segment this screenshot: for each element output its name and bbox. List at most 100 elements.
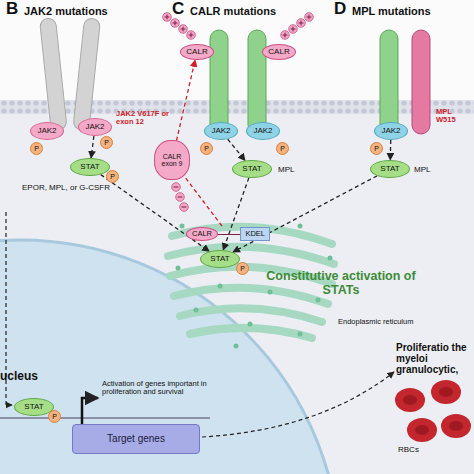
organelle-label: Endoplasmic reticulum [338, 318, 416, 326]
node-text: P [204, 145, 209, 152]
endoplasmic-reticulum-part [234, 344, 239, 349]
panel-title: CALR mutations [190, 5, 276, 17]
red-blood-cells-part [395, 388, 425, 412]
jak2-protein: JAK2 [78, 118, 112, 136]
charged-beads-part [176, 193, 185, 202]
node-text: KDEL [240, 227, 270, 241]
phosphate-circle: P [106, 170, 119, 183]
node-text: P [34, 145, 39, 152]
dna-strand [0, 417, 210, 419]
receptor-label: MPL [414, 166, 430, 175]
panel-title: JAK2 mutations [24, 5, 108, 17]
outcome-label: Proliferatio the myeloi granulocytic, [396, 342, 468, 375]
panel-letter: B [6, 0, 18, 19]
charged-beads-part [172, 183, 181, 192]
endoplasmic-reticulum-part [268, 290, 273, 295]
receptor-label: EPOR, MPL, or G-CSFR [22, 184, 110, 193]
node-text: CALR [268, 48, 289, 56]
panel-letter: D [334, 0, 346, 19]
stat-protein: STAT [200, 250, 240, 268]
node-text: JAK2 [253, 127, 272, 135]
mutation-label: JAK2 V617F or exon 12 [116, 110, 174, 127]
red-blood-cells-part [439, 387, 453, 397]
outcome-label: Constitutive activation of STATs [256, 270, 426, 298]
node-text: STAT [24, 403, 43, 411]
calr-protein: CALR [180, 44, 214, 60]
endoplasmic-reticulum-part [180, 224, 185, 229]
charged-beads [163, 13, 314, 212]
phosphate-circle: P [200, 142, 213, 155]
extracellular-space [0, 0, 474, 100]
charged-beads-part [187, 31, 196, 40]
endoplasmic-reticulum [168, 224, 334, 349]
charged-beads-part [180, 203, 189, 212]
red-blood-cells-part [449, 421, 463, 431]
cytokine-receptor-part [73, 18, 101, 131]
node-text: CALR [186, 227, 218, 241]
mpl-receptor-part [248, 30, 266, 134]
charged-beads-part [179, 25, 188, 34]
node-text: JAK2 [37, 127, 56, 135]
red-blood-cells-part [407, 418, 437, 442]
endoplasmic-reticulum-part [218, 284, 223, 289]
phosphate-circle: P [48, 410, 61, 423]
endoplasmic-reticulum-part [174, 288, 328, 304]
node-text: JAK2 [211, 127, 230, 135]
node-text: P [374, 145, 379, 152]
cytokine-receptor [39, 18, 100, 131]
red-blood-cells-part [441, 414, 471, 438]
cell-label: RBCs [398, 446, 419, 455]
node-text: STAT [242, 165, 261, 173]
endoplasmic-reticulum-part [168, 247, 334, 264]
mutant-calr: CALR exon 9 [154, 140, 190, 180]
promoter-arrow [82, 398, 98, 424]
endoplasmic-reticulum-part [298, 332, 303, 337]
target-genes-box: Target genes [72, 424, 200, 454]
signal-arrow [233, 176, 377, 252]
endoplasmic-reticulum-part [328, 256, 333, 261]
node-text: STAT [80, 163, 99, 171]
endoplasmic-reticulum-part [172, 227, 332, 244]
node-text: STAT [380, 165, 399, 173]
signal-arrow [390, 140, 392, 160]
phosphate-circle: P [370, 142, 383, 155]
phosphate-circle: P [100, 136, 113, 149]
node-text: Target genes [107, 434, 165, 445]
panel-letter: C [172, 0, 184, 19]
endoplasmic-reticulum-part [194, 308, 199, 313]
mpl-receptor-part [210, 30, 228, 134]
node-text: CALR exon 9 [157, 153, 187, 168]
node-text: STAT [210, 255, 229, 263]
phosphate-circle: P [236, 262, 249, 275]
mutant-mpl-receptor-part [412, 30, 430, 134]
node-text: P [52, 413, 57, 420]
jak2-protein: JAK2 [374, 122, 408, 140]
receptor-label: MPL [278, 166, 294, 175]
red-blood-cells [395, 380, 471, 442]
phosphate-circle: P [276, 142, 289, 155]
charged-beads-part [297, 19, 306, 28]
charged-beads-part [305, 13, 314, 22]
endoplasmic-reticulum-part [316, 298, 321, 303]
mutation-label: MPL W515 [436, 108, 472, 125]
stat-protein: STAT [70, 158, 110, 176]
charged-beads-part [289, 25, 298, 34]
cell-membrane [0, 100, 474, 114]
red-blood-cells-part [431, 380, 461, 404]
signal-arrow [91, 136, 94, 158]
endoplasmic-reticulum-part [248, 322, 253, 327]
jak2-protein: JAK2 [204, 122, 238, 140]
red-blood-cells-part [415, 425, 429, 435]
mutant-mpl-receptor-part [380, 30, 398, 134]
note-text: Activation of genes important in prolife… [102, 380, 234, 397]
mpl-receptor [210, 30, 266, 134]
cytokine-receptor-part [39, 18, 67, 131]
jak2-protein: JAK2 [30, 122, 64, 140]
phosphate-circle: P [30, 142, 43, 155]
charged-beads-part [171, 19, 180, 28]
lipid-bilayer [0, 100, 474, 114]
organelle-label: ucleus [0, 370, 38, 383]
calr-kdel-complex: CALR KDEL [186, 226, 270, 242]
node-text: P [104, 139, 109, 146]
